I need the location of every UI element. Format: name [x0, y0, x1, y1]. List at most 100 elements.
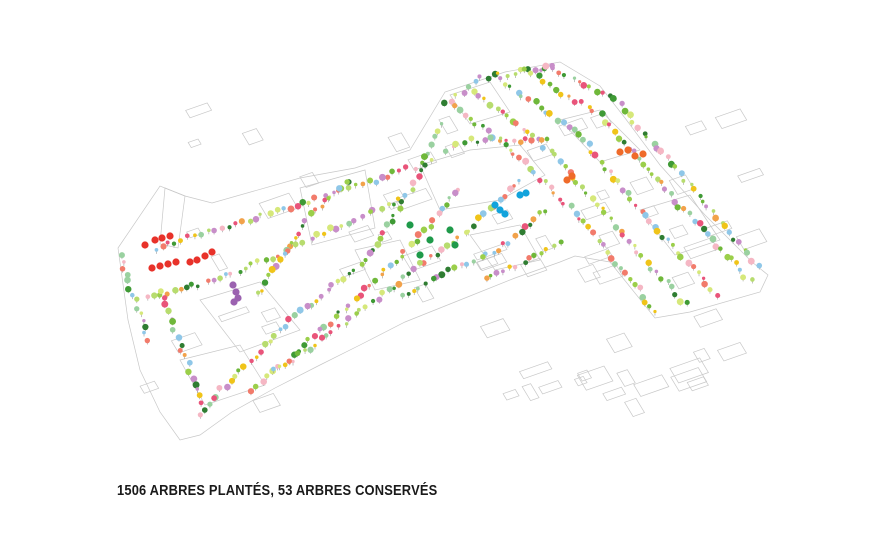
tree-crown	[372, 277, 379, 284]
tree-marker	[139, 311, 144, 318]
tree-crown	[611, 261, 618, 268]
tree-crown	[402, 192, 408, 198]
tree-marker	[406, 271, 411, 278]
tree-marker	[395, 280, 403, 289]
tree-crown	[351, 218, 357, 224]
tree-crown	[463, 261, 470, 267]
building-footprint	[185, 102, 213, 119]
tree-marker	[351, 218, 357, 225]
tree-marker	[160, 243, 167, 251]
tree-marker	[507, 264, 512, 271]
tree-marker	[303, 348, 307, 354]
tree-crown	[291, 359, 295, 364]
tree-crown	[165, 307, 172, 315]
tree-marker	[197, 412, 203, 419]
tree-marker	[619, 266, 623, 273]
tree-crown	[304, 302, 311, 310]
tree-crown	[381, 267, 386, 272]
tree-marker	[461, 90, 468, 98]
tree-crown	[577, 217, 581, 221]
tree-crown	[519, 228, 526, 236]
tree-marker	[301, 342, 308, 350]
tree-crown	[436, 210, 443, 217]
tree-crown	[634, 124, 641, 132]
tree-crown	[626, 196, 633, 202]
tree-crown	[512, 184, 516, 188]
tree-marker	[252, 215, 260, 224]
tree-marker	[497, 196, 504, 204]
tree-marker	[463, 229, 470, 237]
tree-marker	[340, 276, 347, 284]
tree-crown	[700, 225, 708, 233]
tree-crown	[670, 242, 675, 247]
tree-crown	[172, 287, 179, 294]
tree-crown	[416, 173, 423, 180]
tree-marker	[602, 167, 607, 174]
tree-marker	[472, 122, 477, 129]
tree-crown	[558, 239, 564, 245]
tree-crown	[305, 336, 310, 342]
tree-marker	[601, 119, 609, 127]
tree-marker	[666, 278, 671, 286]
tree-crown	[461, 90, 468, 96]
tree-marker	[530, 169, 536, 177]
tree-crown	[701, 276, 706, 280]
tree-crown	[294, 236, 298, 240]
tree-marker	[580, 218, 586, 225]
tree-marker	[345, 315, 352, 323]
tree-marker	[228, 377, 235, 385]
tree-crown	[726, 229, 732, 235]
tree-marker	[594, 202, 600, 209]
tree-marker	[428, 141, 435, 149]
tree-marker	[556, 70, 562, 77]
tree-marker	[678, 170, 685, 178]
tree-marker	[642, 212, 649, 220]
tree-marker	[685, 259, 693, 268]
tree-crown	[175, 334, 183, 341]
tree-crown	[500, 109, 505, 114]
tree-marker	[281, 206, 286, 213]
tree-crown	[359, 261, 365, 267]
tree-marker	[359, 261, 365, 269]
tree-marker	[698, 193, 703, 200]
tree-crown	[587, 105, 592, 110]
tree-crown	[558, 197, 563, 202]
tree-crown	[415, 286, 420, 291]
tree-crown	[254, 258, 260, 263]
tree-crown	[521, 223, 529, 230]
building-footprint	[413, 283, 435, 303]
tree-crown	[344, 179, 350, 185]
tree-crown	[619, 266, 623, 271]
tree-marker	[524, 66, 531, 74]
tree-crown	[260, 289, 264, 293]
tree-crown	[157, 288, 164, 295]
tree-marker	[313, 230, 320, 239]
tree-crown	[554, 117, 562, 125]
tree-crown	[504, 138, 508, 142]
tree-crown	[134, 306, 140, 312]
tree-marker	[256, 290, 261, 297]
tree-marker	[396, 168, 401, 175]
tree-marker	[373, 179, 380, 187]
tree-marker	[207, 228, 211, 235]
tree-crown	[672, 292, 678, 298]
tree-marker	[516, 154, 522, 162]
tree-marker	[606, 122, 611, 129]
tree-crown	[408, 240, 416, 248]
building-block	[559, 109, 641, 163]
tree-marker	[118, 252, 125, 260]
tree-crown	[697, 270, 701, 275]
tree-marker	[482, 96, 486, 103]
tree-crown	[629, 119, 635, 125]
tree-crown	[161, 300, 169, 308]
tree-crown	[207, 401, 213, 407]
tree-marker	[416, 259, 423, 267]
tree-crown	[475, 93, 481, 99]
tree-marker	[335, 278, 341, 286]
tree-marker	[518, 94, 523, 101]
tree-crown	[344, 307, 349, 311]
tree-crown	[196, 392, 203, 399]
tree-marker	[526, 255, 532, 262]
highlighted-tree	[631, 152, 639, 160]
tree-marker	[447, 196, 451, 202]
